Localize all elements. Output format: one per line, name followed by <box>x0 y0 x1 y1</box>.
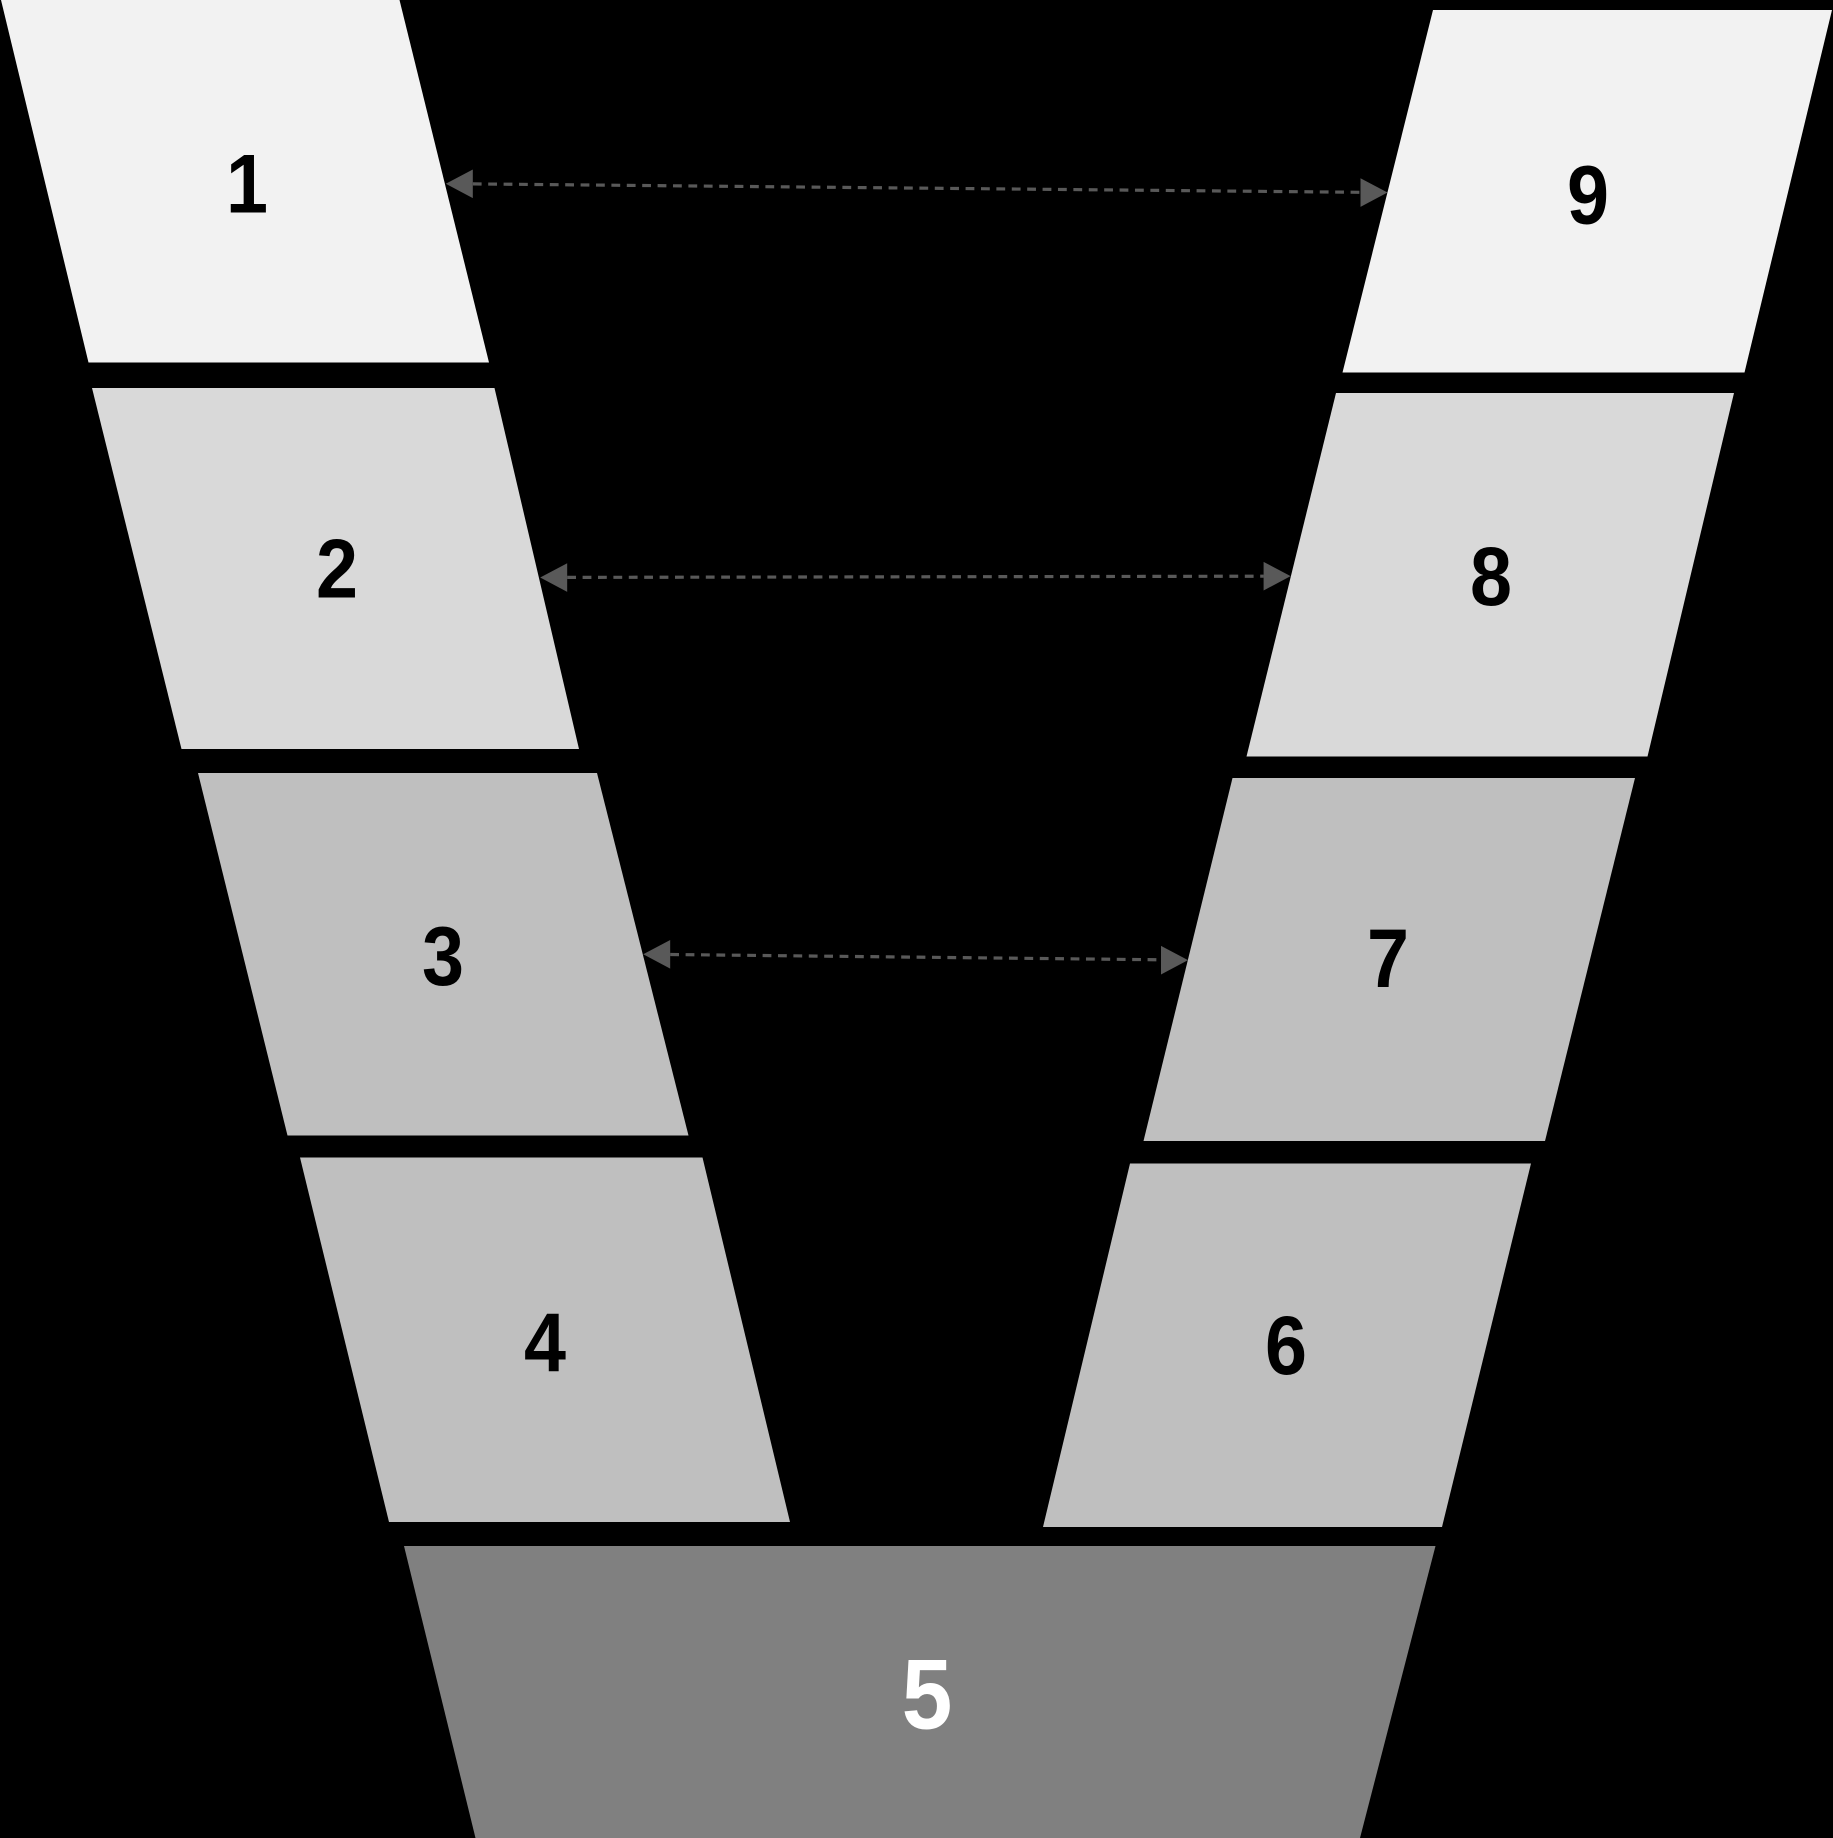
svg-text:6: 6 <box>1265 1298 1307 1392</box>
svg-text:3: 3 <box>422 909 464 1003</box>
svg-text:1: 1 <box>226 137 268 231</box>
svg-text:8: 8 <box>1470 529 1512 623</box>
svg-text:4: 4 <box>524 1295 566 1389</box>
svg-text:7: 7 <box>1367 911 1409 1005</box>
svg-text:9: 9 <box>1567 148 1609 242</box>
svg-text:2: 2 <box>316 522 358 616</box>
svg-text:5: 5 <box>902 1639 953 1750</box>
